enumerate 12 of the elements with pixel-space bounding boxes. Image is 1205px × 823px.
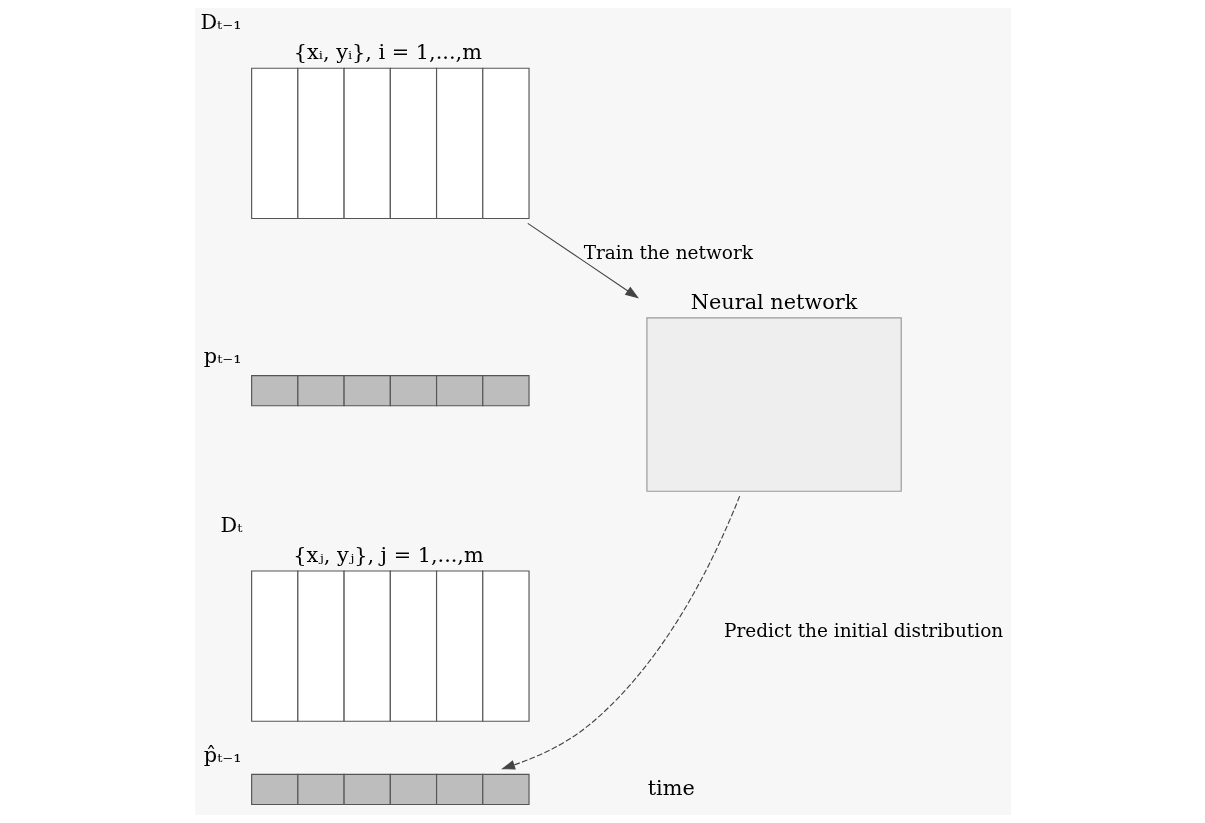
edge-label: Train the network	[583, 241, 753, 263]
node-label: Neural network	[690, 290, 857, 315]
label: time	[647, 775, 695, 800]
node-label: Dₜ	[220, 513, 242, 538]
node-label: {xᵢ, yᵢ}, i = 1,...,m	[293, 40, 482, 65]
node-label: p̂ₜ₋₁	[203, 743, 242, 768]
edge-label: Predict the initial distribution	[723, 619, 1003, 641]
node-label: Dₜ₋₁	[199, 10, 242, 35]
node-label: {xⱼ, yⱼ}, j = 1,...,m	[292, 543, 484, 568]
arrow	[526, 222, 639, 299]
arrow	[500, 495, 740, 770]
node-label: pₜ₋₁	[203, 344, 242, 369]
